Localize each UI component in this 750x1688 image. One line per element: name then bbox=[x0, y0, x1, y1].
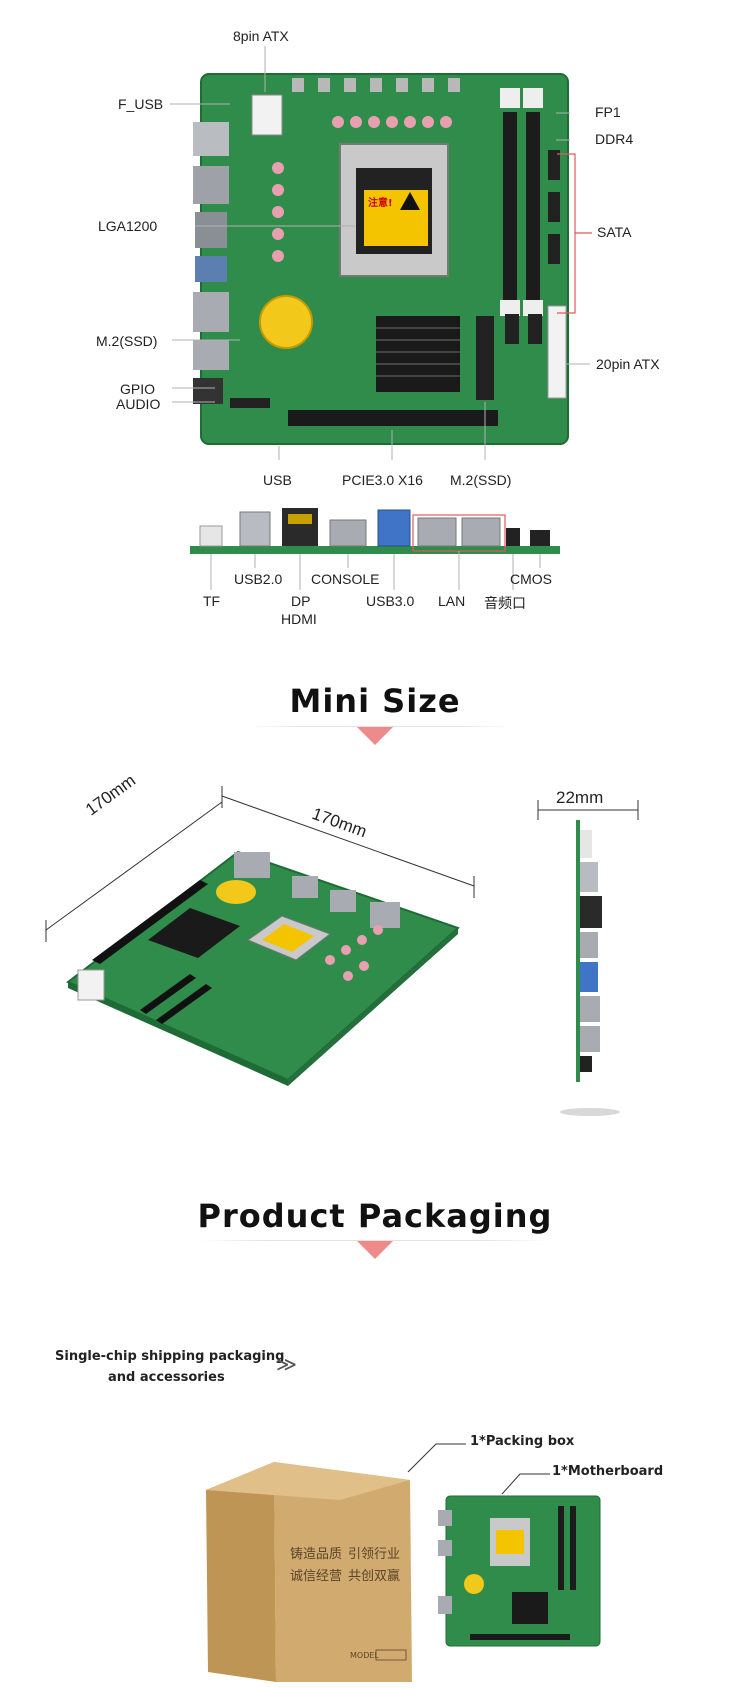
board-isometric-view bbox=[45, 786, 475, 1086]
mini-size-title: Mini Size bbox=[289, 682, 461, 720]
label-m2-left: M.2(SSD) bbox=[96, 333, 158, 349]
label-fp1: FP1 bbox=[595, 104, 621, 120]
dim-label-height: 22mm bbox=[556, 788, 604, 807]
packaging-illustration: 铸造品质 引领行业 诚信经营 共创双赢 MODEL bbox=[206, 1443, 601, 1682]
label-gpio: GPIO bbox=[120, 381, 156, 397]
box-slogan-3: 诚信经营 bbox=[290, 1569, 342, 1584]
label-lan: LAN bbox=[438, 593, 466, 609]
label-audio: AUDIO bbox=[116, 396, 161, 412]
label-audio-port: 音频口 bbox=[484, 595, 526, 611]
label-f-usb: F_USB bbox=[118, 96, 164, 112]
board-side-view bbox=[537, 800, 639, 1116]
label-console: CONSOLE bbox=[311, 571, 380, 587]
label-20pin-atx: 20pin ATX bbox=[596, 356, 660, 372]
label-lga1200: LGA1200 bbox=[98, 218, 158, 234]
label-pcie: PCIE3.0 X16 bbox=[342, 472, 423, 488]
title-divider bbox=[250, 726, 510, 727]
label-hdmi: HDMI bbox=[281, 611, 317, 627]
label-usb2: USB2.0 bbox=[234, 571, 283, 587]
label-packing-box: 1*Packing box bbox=[470, 1434, 575, 1449]
packaging-desc-line1: Single-chip shipping packaging bbox=[55, 1349, 285, 1364]
box-model-label: MODEL bbox=[350, 1651, 379, 1660]
label-sata: SATA bbox=[597, 224, 632, 240]
packaging-desc-line2: and accessories bbox=[108, 1370, 225, 1385]
label-ddr4: DDR4 bbox=[595, 131, 634, 147]
label-8pin-atx: 8pin ATX bbox=[233, 28, 289, 44]
pink-triangle-marker bbox=[357, 727, 393, 745]
title-divider bbox=[200, 1240, 550, 1241]
io-panel-view bbox=[190, 508, 560, 590]
label-usb3: USB3.0 bbox=[366, 593, 415, 609]
box-slogan-4: 共创双赢 bbox=[348, 1568, 400, 1584]
packaging-title: Product Packaging bbox=[197, 1197, 553, 1235]
label-cmos: CMOS bbox=[510, 571, 552, 587]
label-m2-bottom: M.2(SSD) bbox=[450, 472, 512, 488]
motherboard-top-view: 注意! bbox=[170, 46, 592, 460]
pink-triangle-marker bbox=[357, 1241, 393, 1259]
label-tf: TF bbox=[203, 593, 221, 609]
label-dp: DP bbox=[291, 593, 311, 609]
box-slogan-2: 引领行业 bbox=[348, 1547, 400, 1562]
cpu-warning-text: 注意! bbox=[368, 196, 393, 209]
label-motherboard: 1*Motherboard bbox=[552, 1464, 664, 1479]
box-slogan-1: 铸造品质 bbox=[290, 1546, 342, 1562]
double-chevron-icon: ≫ bbox=[276, 1354, 297, 1376]
label-usb: USB bbox=[263, 472, 292, 488]
